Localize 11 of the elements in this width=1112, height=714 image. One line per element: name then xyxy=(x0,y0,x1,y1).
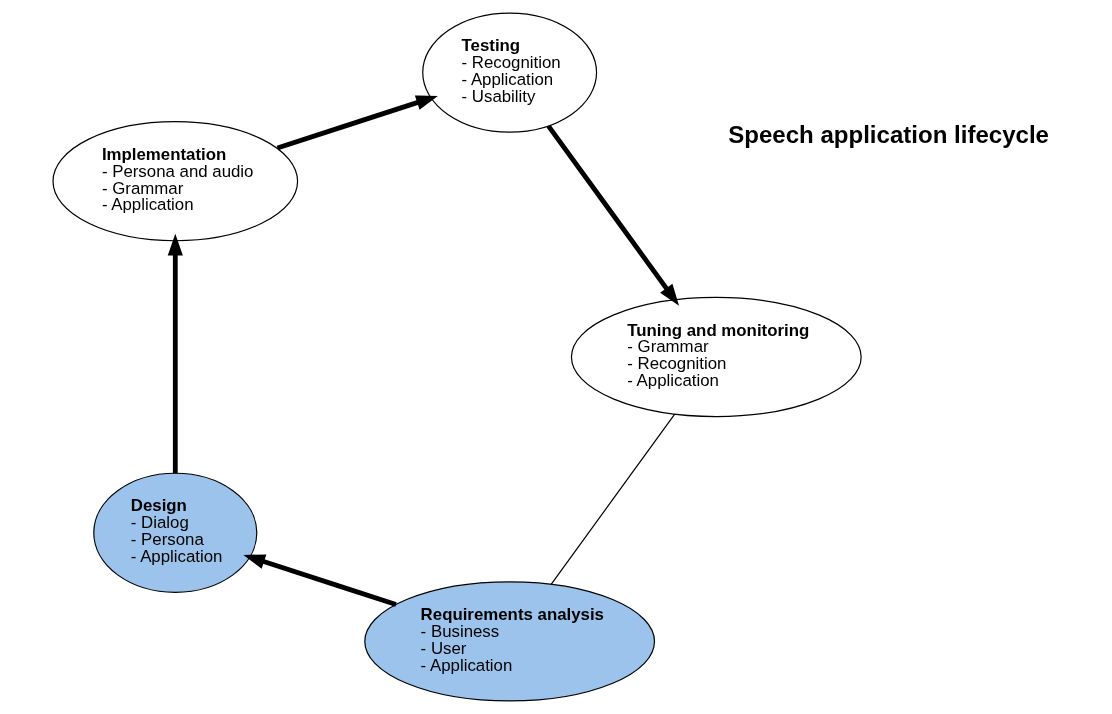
arrow xyxy=(242,554,397,607)
label: Speech application lifecycle xyxy=(727,120,1049,148)
node-ellipse: Implementation - Persona and audio - Grammar - Application xyxy=(51,121,298,242)
arrow xyxy=(546,124,679,306)
connector xyxy=(550,413,675,585)
node-ellipse: Tuning and monitoring - Grammar - Recognition - Application xyxy=(570,296,862,418)
node-ellipse: Design - Dialog - Persona - Application xyxy=(92,472,257,593)
node-ellipse: Requirements analysis - Business - User - Application xyxy=(363,581,655,702)
arrow xyxy=(167,233,183,474)
node-ellipse: Testing - Recognition - Application - Usability xyxy=(421,12,597,133)
arrow xyxy=(276,95,438,151)
